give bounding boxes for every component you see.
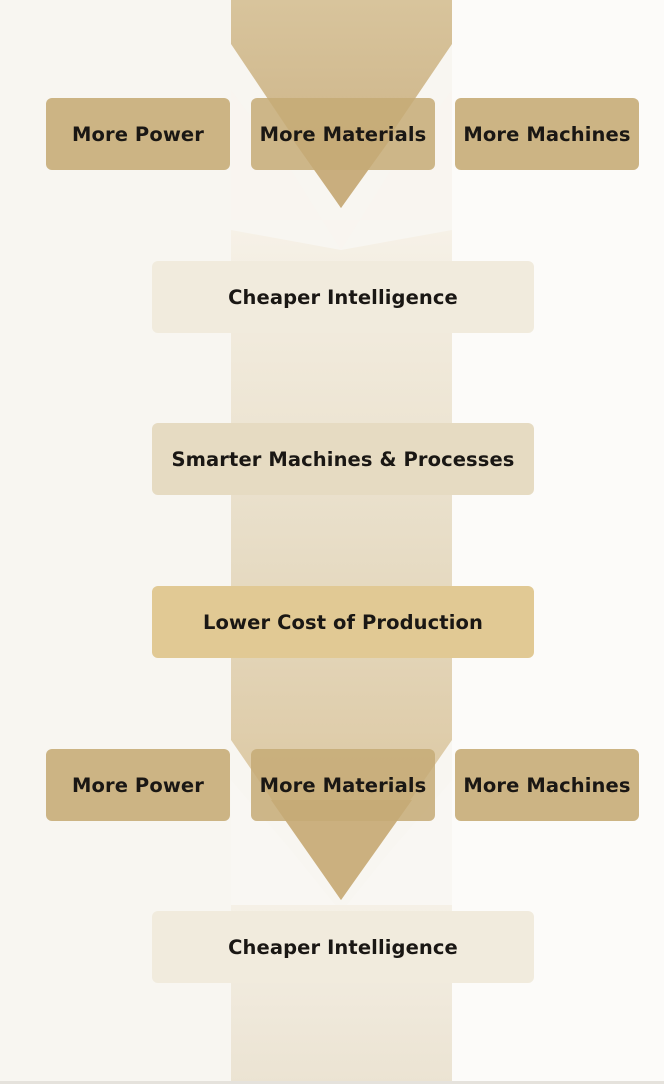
arrow-2-highlight (231, 780, 452, 912)
arrow-2-tip (271, 800, 412, 900)
input-box-more-materials: More Materials (251, 749, 435, 821)
bottom-divider (0, 1081, 664, 1084)
stage-label: Cheaper Intelligence (228, 285, 458, 309)
input-box-more-power: More Power (46, 98, 230, 170)
input-box-label: More Machines (463, 122, 631, 146)
background-right-panel (452, 0, 664, 1084)
input-box-label: More Power (72, 122, 204, 146)
input-box-label: More Materials (259, 122, 427, 146)
stage-label: Lower Cost of Production (203, 610, 483, 634)
stage-lower-cost: Lower Cost of Production (152, 586, 534, 658)
arrow-1-highlight (231, 90, 452, 250)
stage-cheaper-intelligence: Cheaper Intelligence (152, 261, 534, 333)
input-box-label: More Power (72, 773, 204, 797)
stage-label: Smarter Machines & Processes (171, 447, 515, 471)
stage-cheaper-intelligence: Cheaper Intelligence (152, 911, 534, 983)
stage-label: Cheaper Intelligence (228, 935, 458, 959)
arrow-2 (231, 230, 452, 900)
input-box-more-power: More Power (46, 749, 230, 821)
input-box-more-machines: More Machines (455, 749, 639, 821)
input-box-label: More Machines (463, 773, 631, 797)
input-box-more-materials: More Materials (251, 98, 435, 170)
stage-smarter-machines: Smarter Machines & Processes (152, 423, 534, 495)
input-box-more-machines: More Machines (455, 98, 639, 170)
input-box-label: More Materials (259, 773, 427, 797)
